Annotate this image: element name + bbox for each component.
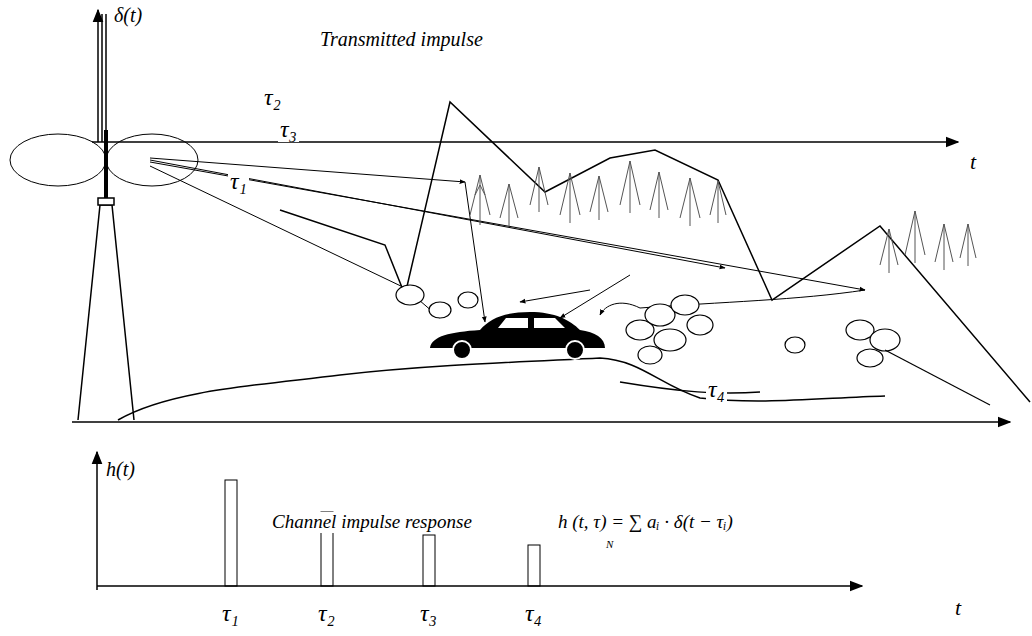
ray	[150, 162, 865, 290]
ray	[150, 166, 405, 288]
antenna	[104, 130, 108, 198]
axis	[96, 452, 98, 590]
axis-label: t	[953, 596, 963, 620]
delay-tick: τ₄	[523, 600, 544, 626]
path-delay: τ₃	[278, 116, 299, 142]
bushes	[396, 285, 990, 405]
ray	[600, 290, 865, 315]
plot-title: Transmitted impulse	[318, 28, 485, 50]
path-delay: τ₂	[262, 84, 283, 110]
impulse-bar	[225, 480, 237, 586]
path-delay: τ₄	[706, 376, 727, 402]
formula-index: N	[604, 538, 615, 550]
antenna-lobe	[10, 134, 106, 186]
path-delay: τ₁	[228, 168, 249, 194]
axis	[97, 10, 99, 142]
ray	[520, 290, 590, 302]
ray	[560, 275, 630, 318]
plot-title: Channel impulse response	[270, 512, 474, 533]
axis	[92, 141, 958, 143]
tower	[78, 205, 134, 420]
terrain-line	[118, 358, 885, 420]
car	[430, 312, 605, 359]
ray	[150, 160, 725, 268]
axis	[72, 421, 1010, 423]
impulse-line	[105, 14, 107, 142]
formula: h (t, τ) = ∑ aᵢ · δ(t − τᵢ)	[556, 512, 735, 533]
tower-platform	[98, 198, 114, 205]
delay-tick: τ₃	[418, 600, 439, 626]
axis-label: h(t)	[104, 458, 137, 480]
axis	[97, 585, 862, 587]
axis-label: t	[968, 150, 978, 174]
impulse-bar	[528, 545, 540, 586]
axis-label: δ(t)	[112, 4, 144, 26]
delay-tick: τ₁	[220, 600, 241, 626]
terrain-line	[620, 382, 760, 393]
impulse-bar	[423, 535, 435, 586]
delay-tick: τ₂	[316, 600, 337, 626]
conifer-trees	[470, 161, 976, 273]
impulse-line	[101, 14, 103, 142]
